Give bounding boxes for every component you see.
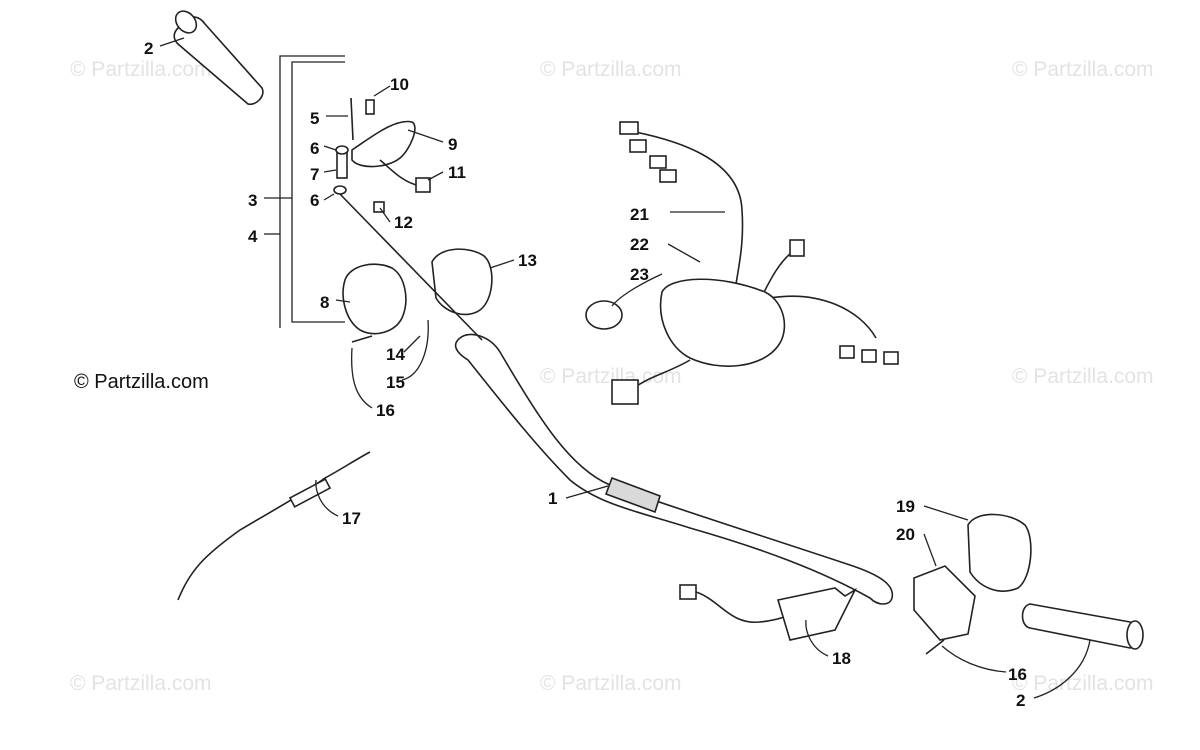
copyright-notice: © Partzilla.com	[74, 371, 209, 393]
watermark: © Partzilla.com	[540, 365, 682, 388]
pivot-axis-line	[337, 191, 483, 341]
watermark: © Partzilla.com	[1012, 58, 1154, 81]
control-module-22-part	[611, 278, 786, 405]
watermark: © Partzilla.com	[1012, 672, 1154, 695]
band-23-part	[585, 300, 623, 330]
callout-19: 19	[896, 497, 915, 516]
bracket-line-3-4	[279, 55, 345, 328]
callout-9: 9	[448, 135, 457, 154]
callout-7: 7	[310, 165, 319, 184]
callout-4: 4	[248, 227, 258, 246]
callout-14: 14	[386, 345, 405, 364]
right-grip-part	[1021, 603, 1144, 650]
throttle-housing-part	[342, 263, 407, 335]
watermark: © Partzilla.com	[70, 58, 212, 81]
watermark: © Partzilla.com	[540, 672, 682, 695]
callout-10: 10	[390, 75, 409, 94]
throttle-lever-part	[351, 120, 416, 168]
screw-16-part	[351, 335, 373, 343]
watermark: © Partzilla.com	[540, 58, 682, 81]
callout-3: 3	[248, 191, 257, 210]
callout-21: 21	[630, 205, 649, 224]
callout-labels: 2 5 6 7 6 3 4 10 9 11 12 13 8 14 15 16 1…	[144, 39, 1027, 710]
switch-cover-20-part	[913, 565, 976, 641]
callout-16: 16	[376, 401, 395, 420]
callout-22: 22	[630, 235, 649, 254]
callout-5: 5	[310, 109, 319, 128]
callout-8: 8	[320, 293, 329, 312]
clip-10-part	[365, 99, 375, 115]
callout-11: 11	[448, 163, 466, 182]
callout-6: 6	[310, 191, 319, 210]
callout-20: 20	[896, 525, 915, 544]
watermark-group: © Partzilla.com © Partzilla.com © Partzi…	[70, 58, 1154, 695]
callout-18: 18	[832, 649, 851, 668]
callout-23: 23	[630, 265, 649, 284]
left-grip-part	[173, 10, 264, 106]
clip-12-part	[373, 201, 385, 213]
callout-17: 17	[342, 509, 361, 528]
harness-18-part	[679, 584, 857, 641]
washer-6-part	[333, 185, 347, 195]
screw-16-part	[925, 639, 945, 655]
callout-1: 1	[548, 489, 557, 508]
switch-housing-19-part	[967, 513, 1032, 592]
watermark: © Partzilla.com	[70, 672, 212, 695]
handlebar-part	[454, 333, 894, 605]
callout-2: 2	[1016, 691, 1025, 710]
watermark: © Partzilla.com	[1012, 365, 1154, 388]
leader-lines	[159, 37, 1091, 699]
callout-13: 13	[518, 251, 537, 270]
cable-17-part	[177, 451, 371, 601]
callout-15: 15	[386, 373, 405, 392]
bolt-5-part	[350, 97, 354, 141]
callout-16: 16	[1008, 665, 1027, 684]
callout-6: 6	[310, 139, 319, 158]
connector-11-part	[415, 177, 431, 193]
callout-12: 12	[394, 213, 413, 232]
switch-housing-13-part	[431, 248, 493, 316]
washer-6-part	[335, 145, 349, 155]
callout-2: 2	[144, 39, 153, 58]
